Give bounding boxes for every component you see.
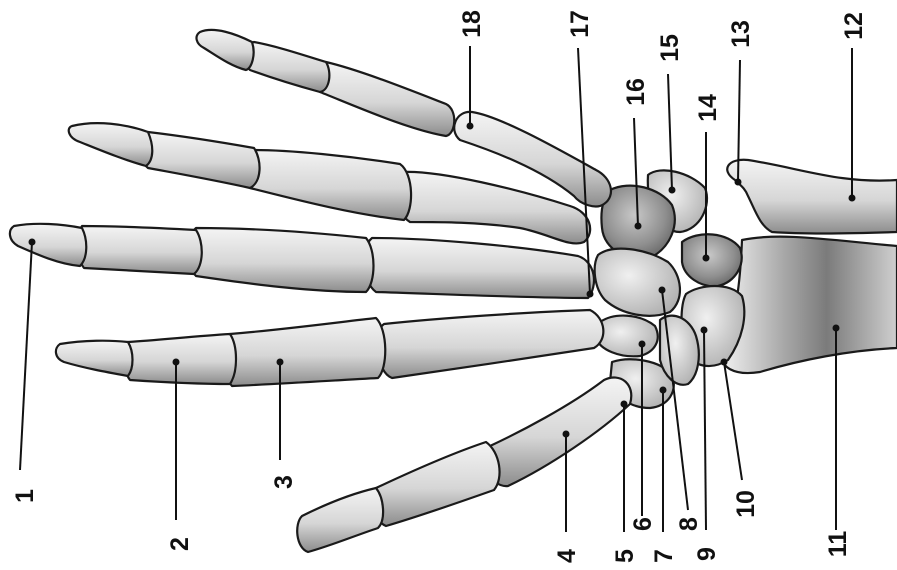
dot-7 [660, 387, 667, 394]
label-6: 6 [629, 517, 657, 531]
dot-1 [29, 239, 36, 246]
carpal-capitate [595, 249, 680, 316]
dot-9 [701, 327, 708, 334]
distal-phalanx-1 [297, 488, 383, 552]
dot-13 [735, 179, 742, 186]
dot-10 [721, 359, 728, 366]
proximal-phalanx-2 [224, 318, 385, 386]
label-3: 3 [270, 475, 298, 489]
radius-bone [721, 237, 897, 373]
middle-phalanx-3 [77, 226, 202, 274]
proximal-phalanx-1 [372, 442, 500, 526]
label-13: 13 [727, 20, 755, 48]
ulna-bone [727, 160, 897, 234]
dot-5 [621, 401, 628, 408]
label-9: 9 [693, 547, 721, 561]
dot-17 [587, 291, 594, 298]
proximal-phalanx-3 [189, 228, 374, 292]
middle-phalanx-4 [141, 132, 260, 188]
dot-15 [669, 187, 676, 194]
label-18: 18 [458, 10, 486, 38]
distal-phalanx-2 [56, 341, 133, 376]
label-7: 7 [650, 549, 678, 563]
label-17: 17 [566, 10, 594, 38]
metacarpal-1 [486, 377, 631, 486]
label-14: 14 [694, 94, 722, 122]
leader-1 [20, 242, 32, 470]
dot-16 [635, 223, 642, 230]
dot-11 [833, 325, 840, 332]
middle-phalanx-5 [245, 42, 329, 92]
label-8: 8 [675, 517, 703, 531]
dot-4 [563, 431, 570, 438]
proximal-phalanx-5 [315, 62, 454, 136]
label-15: 15 [656, 34, 684, 62]
label-2: 2 [166, 537, 194, 551]
dot-18 [467, 123, 474, 130]
metacarpal-2 [377, 310, 603, 378]
proximal-phalanx-4 [244, 150, 411, 220]
dot-14 [703, 255, 710, 262]
label-10: 10 [732, 490, 760, 518]
label-12: 12 [840, 12, 868, 40]
label-4: 4 [553, 549, 581, 563]
label-5: 5 [611, 549, 639, 563]
dot-8 [659, 287, 666, 294]
dot-12 [849, 195, 856, 202]
label-1: 1 [11, 489, 39, 503]
label-16: 16 [622, 78, 650, 106]
middle-phalanx-2 [124, 334, 236, 384]
distal-phalanx-5 [197, 30, 254, 70]
distal-phalanx-3 [10, 224, 86, 266]
dot-6 [639, 341, 646, 348]
carpal-trapezoid [596, 316, 658, 357]
distal-phalanx-4 [69, 123, 153, 166]
label-11: 11 [824, 531, 852, 558]
metacarpal-3 [364, 238, 594, 298]
leader-10 [724, 362, 742, 480]
carpal-triquetrum [682, 234, 742, 286]
dot-2 [173, 359, 180, 366]
dot-3 [277, 359, 284, 366]
